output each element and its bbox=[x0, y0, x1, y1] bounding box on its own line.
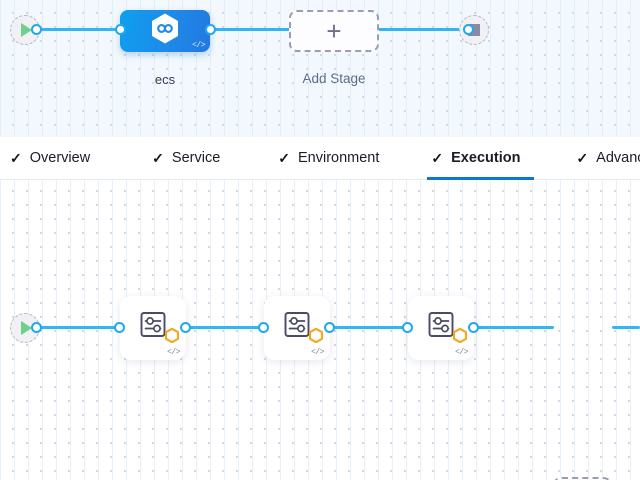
tab-label: Execution bbox=[451, 150, 521, 166]
step-node-100-percentage-traffic-increase[interactable]: </> bbox=[408, 296, 474, 360]
sliders-icon bbox=[281, 309, 313, 346]
tab-label: Overview bbox=[29, 150, 91, 166]
tab-service[interactable]: ✓ Service bbox=[152, 137, 220, 180]
stage-connector-end-in[interactable] bbox=[463, 24, 474, 35]
stage-connector-start-out[interactable] bbox=[31, 24, 42, 35]
exec-connector-step1-out[interactable] bbox=[180, 322, 191, 333]
stage-edge-ecs-to-addstage bbox=[205, 28, 297, 31]
pipeline-start-node[interactable] bbox=[10, 15, 40, 45]
tab-advanced[interactable]: ✓ Advanced bbox=[576, 137, 640, 180]
orange-hexagon-badge-icon bbox=[452, 327, 468, 348]
exec-edge-start-to-step1 bbox=[36, 326, 122, 329]
stage-edge-start-to-ecs bbox=[36, 28, 128, 31]
stage-config-tabs: ✓ Overview ✓ Service ✓ Environment ✓ Exe… bbox=[0, 137, 640, 180]
exec-connector-step3-in[interactable] bbox=[402, 322, 413, 333]
exec-connector-start-out[interactable] bbox=[31, 322, 42, 333]
play-icon bbox=[20, 321, 32, 335]
tab-label: Advanced bbox=[596, 150, 640, 166]
exec-connector-step2-in[interactable] bbox=[258, 322, 269, 333]
plus-icon: + bbox=[326, 16, 342, 46]
sliders-icon bbox=[425, 309, 457, 346]
stage-edge-addstage-to-end bbox=[375, 28, 467, 31]
stage-code-badge-icon: </> bbox=[192, 41, 205, 50]
play-icon bbox=[20, 23, 32, 37]
step-node-50-percent-traffic-increase[interactable]: </> bbox=[264, 296, 330, 360]
stage-graph-canvas[interactable]: </> ecs + Add Stage bbox=[0, 0, 640, 137]
stage-node-label: ecs bbox=[154, 72, 176, 87]
tab-execution[interactable]: ✓ Execution bbox=[427, 137, 535, 180]
execution-start-node[interactable] bbox=[10, 313, 40, 343]
execution-graph-canvas[interactable]: </> ECS Service Setup </> bbox=[0, 180, 640, 480]
harness-hexagon-icon bbox=[150, 13, 180, 50]
check-icon: ✓ bbox=[152, 150, 164, 166]
exec-connector-step1-in[interactable] bbox=[114, 322, 125, 333]
check-icon: ✓ bbox=[576, 150, 589, 166]
exec-edge-step2-to-step3 bbox=[330, 326, 414, 329]
step-code-badge-icon: </> bbox=[311, 348, 324, 357]
exec-connector-step3-out[interactable] bbox=[468, 322, 479, 333]
step-code-badge-icon: </> bbox=[455, 348, 468, 357]
tab-label: Service bbox=[171, 150, 221, 166]
sliders-icon bbox=[137, 309, 169, 346]
orange-hexagon-badge-icon bbox=[164, 327, 180, 348]
check-icon: ✓ bbox=[278, 150, 290, 166]
exec-connector-step2-out[interactable] bbox=[324, 322, 335, 333]
add-stage-label: Add Stage bbox=[302, 71, 366, 86]
step-code-badge-icon: </> bbox=[167, 348, 180, 357]
exec-edge-step1-to-step2 bbox=[186, 326, 270, 329]
exec-edge-addstep-trailing bbox=[612, 326, 640, 329]
stage-node-ecs[interactable]: </> bbox=[120, 10, 210, 52]
tab-label: Environment bbox=[298, 150, 380, 166]
exec-edge-step3-to-addstep bbox=[474, 326, 554, 329]
check-icon: ✓ bbox=[10, 150, 22, 166]
stage-connector-ecs-out[interactable] bbox=[205, 24, 216, 35]
add-stage-button[interactable]: + bbox=[289, 10, 379, 52]
tab-overview[interactable]: ✓ Overview bbox=[10, 137, 90, 180]
check-icon: ✓ bbox=[431, 150, 444, 166]
tab-environment[interactable]: ✓ Environment bbox=[278, 137, 379, 180]
step-node-ecs-service-setup[interactable]: </> bbox=[120, 296, 186, 360]
stage-connector-ecs-in[interactable] bbox=[115, 24, 126, 35]
orange-hexagon-badge-icon bbox=[308, 327, 324, 348]
